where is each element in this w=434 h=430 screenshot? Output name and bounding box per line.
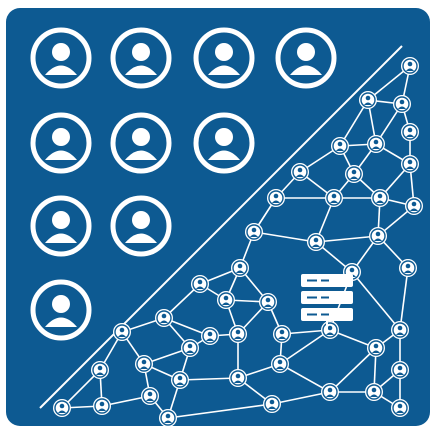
network-node-icon [399,259,417,277]
diagonal-divider-line [39,45,403,409]
network-node-icon [201,327,219,345]
network-node-icon [159,409,177,427]
network-node-icon [171,371,189,389]
network-node-icon [325,189,343,207]
network-node-icon [181,339,199,357]
network-node-icon [53,399,71,417]
network-edge [315,235,379,243]
user-avatar-icon [30,112,92,174]
network-edge [167,403,273,419]
network-node-icon [391,361,409,379]
background-panel [6,8,430,426]
network-node-icon [391,321,409,339]
network-edge [279,329,331,365]
network-edge [271,391,331,405]
network-node-icon [259,293,277,311]
network-node-icon [401,155,419,173]
network-node-icon [321,383,339,401]
user-avatar-icon [110,112,172,174]
network-node-icon [141,387,159,405]
server-rack-icon [301,274,353,330]
network-node-icon [155,309,173,327]
network-node-icon [401,123,419,141]
network-node-icon [345,165,363,183]
user-avatar-grid [30,27,337,341]
network-node-icon [321,321,339,339]
user-avatar-icon [275,27,337,89]
user-avatar-icon [110,195,172,257]
network-node-icon [359,91,377,109]
user-avatar-icon [193,27,255,89]
user-avatar-icon [30,279,92,341]
network-node-icon [263,395,281,413]
network-node-icon [191,275,209,293]
network-node-icon [267,189,285,207]
user-avatar-icon [110,27,172,89]
network-edge [367,65,411,101]
network-node-icon [271,355,289,373]
network-node-icon [391,399,409,417]
user-avatar-icon [193,112,255,174]
network-node-icon [331,137,349,155]
network-node-icon [401,57,419,75]
network-node-icon [393,95,411,113]
network-node-icon [93,397,111,415]
network-node-icon [273,325,291,343]
network-node-icon [367,339,385,357]
network-node-icon [365,383,383,401]
network-node-icon [405,197,423,215]
network-nodes [53,57,423,427]
network-edge [253,231,317,243]
network-edge [329,347,377,393]
network-node-icon [135,355,153,373]
network-node-icon [369,227,387,245]
user-avatar-icon [30,27,92,89]
network-edge [351,271,401,331]
network-edge [399,267,409,331]
user-avatar-icon [30,195,92,257]
network-node-icon [91,361,109,379]
network-edge [279,363,331,393]
network-node-icon [245,223,263,241]
network-node-icon [291,163,309,181]
network-node-icon [217,291,235,309]
network-node-icon [231,259,249,277]
network-node-icon [367,135,385,153]
network-node-icon [229,369,247,387]
network-node-icon [113,323,131,341]
network-edge [179,377,239,381]
network-node-icon [371,189,389,207]
network-node-icon [229,325,247,343]
network-node-icon [307,233,325,251]
